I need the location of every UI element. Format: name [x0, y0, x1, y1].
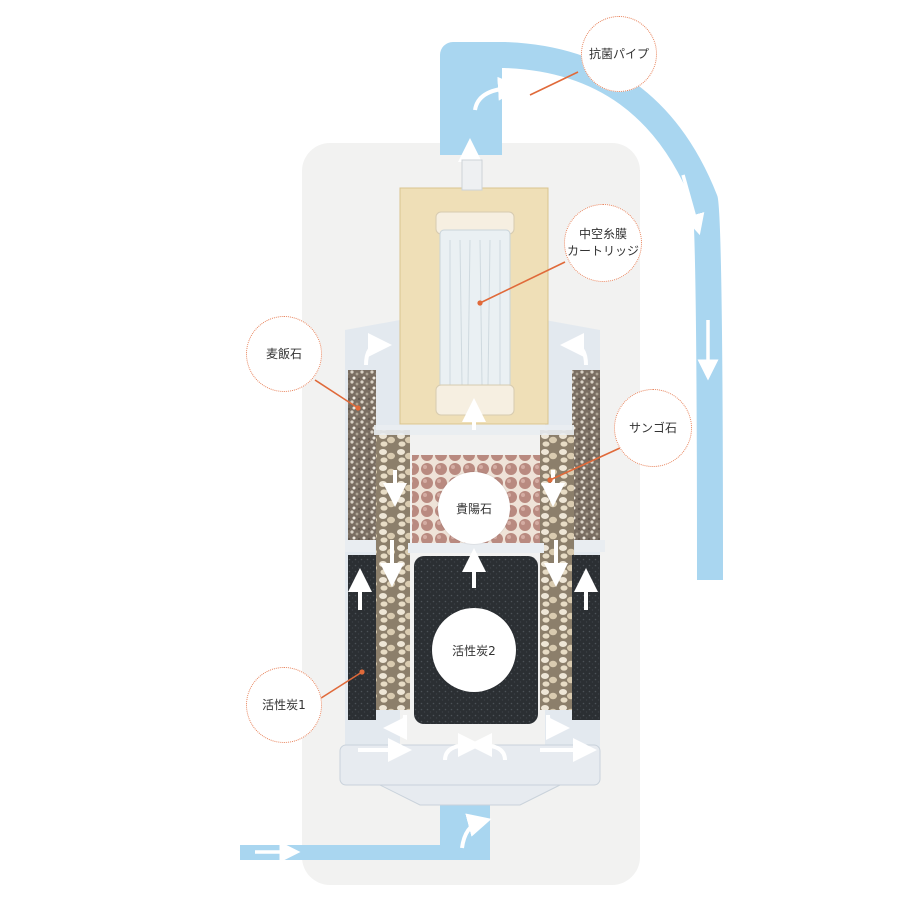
leader-line-carbon1: [317, 671, 363, 701]
label-activated-carbon-2: 活性炭2: [432, 608, 516, 692]
label-kishoseki: 貴陽石: [438, 472, 510, 544]
leader-line-pipe: [529, 71, 579, 96]
label-bakuhanseki: 麦飯石: [246, 316, 322, 392]
leader-line-coral: [549, 447, 621, 481]
leader-line-cartridge: [479, 261, 566, 304]
activated-carbon-1-left: [348, 555, 376, 720]
label-hollow-fiber-cartridge: 中空糸膜 カートリッジ: [564, 204, 642, 282]
label-antibacterial-pipe: 抗菌パイプ: [581, 16, 657, 92]
leader-line-bakuhanseki: [314, 379, 359, 409]
antibacterial-pipe: [440, 42, 723, 581]
label-coral-stone: サンゴ石: [614, 389, 692, 467]
inlet-pipe: [240, 820, 490, 860]
label-activated-carbon-1: 活性炭1: [246, 667, 322, 743]
